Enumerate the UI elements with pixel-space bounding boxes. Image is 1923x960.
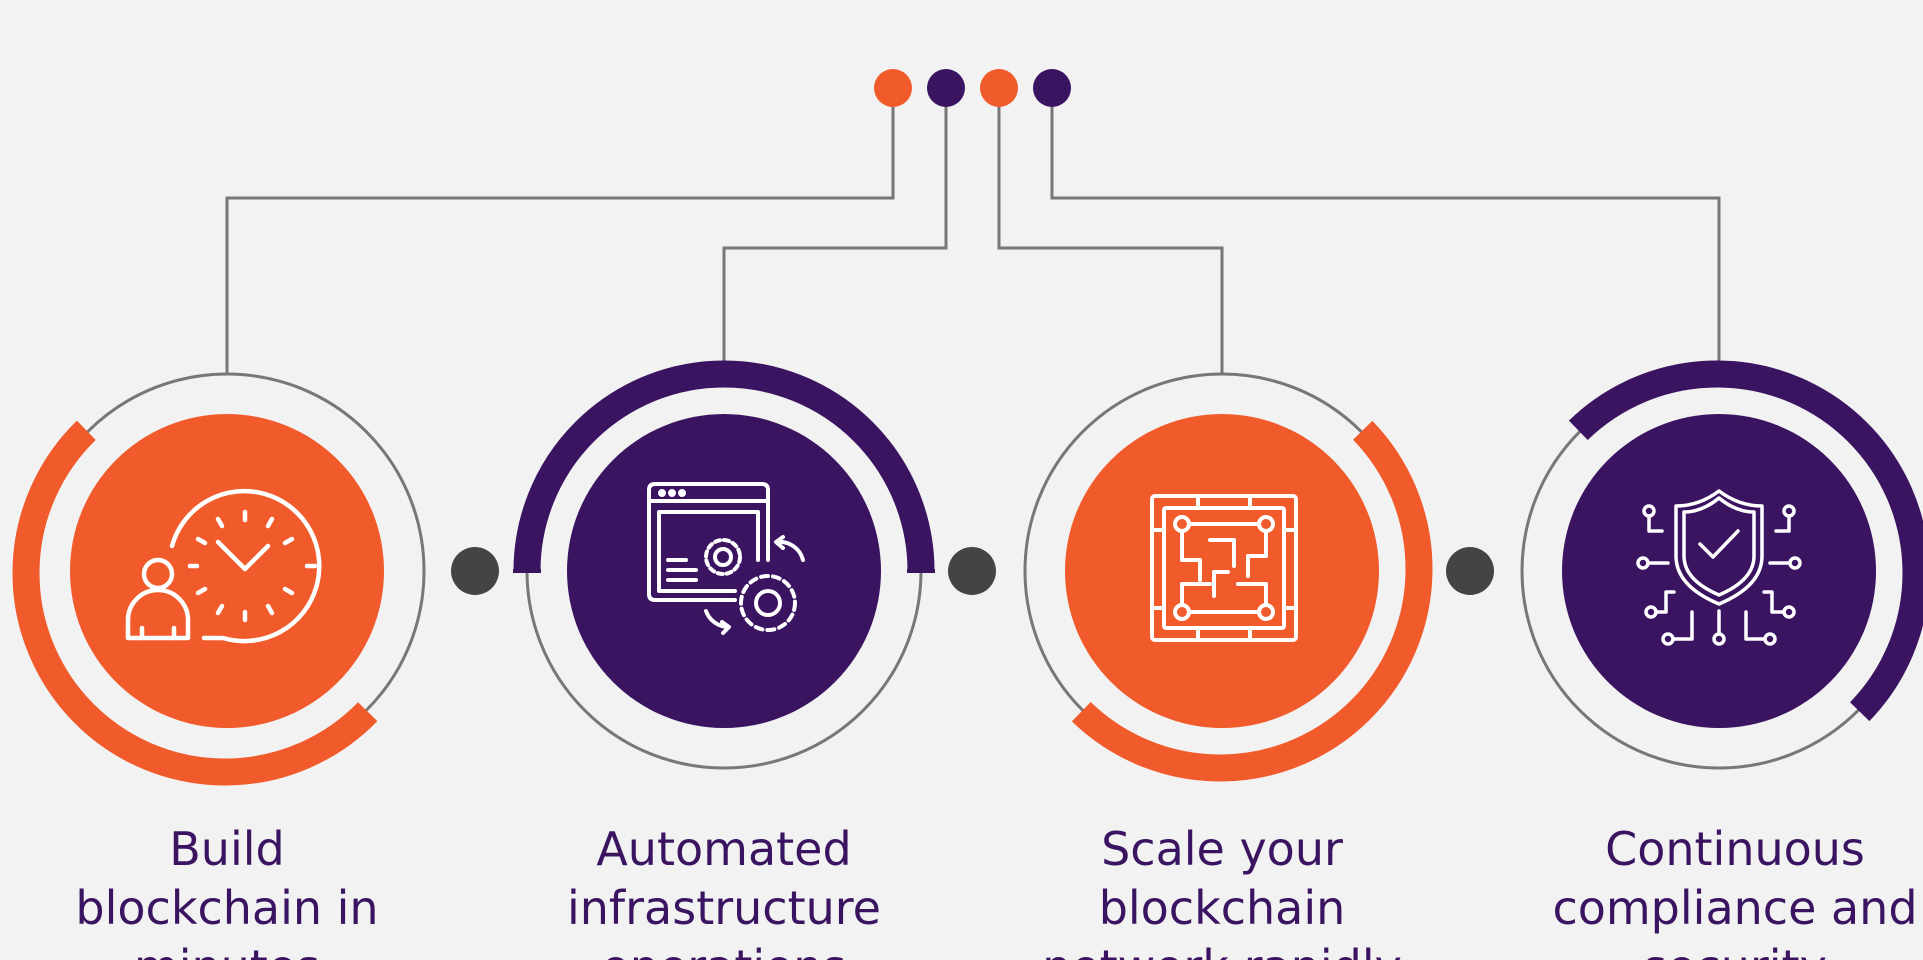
caption-build: Build blockchain in minutes xyxy=(17,820,437,960)
separator-dot-1 xyxy=(451,547,499,595)
top-dot-3 xyxy=(980,69,1018,107)
accent-arc-comply xyxy=(1568,360,1923,722)
connector-line-automate xyxy=(722,88,948,362)
accent-arc-scale xyxy=(1071,420,1433,782)
caption-automate: Automated infrastructure operations xyxy=(514,820,934,960)
caption-comply-line-2: compliance and xyxy=(1552,881,1918,935)
top-dots xyxy=(874,69,1071,107)
caption-automate-line-3: operations xyxy=(514,938,934,960)
top-dot-4 xyxy=(1033,69,1071,107)
step-build xyxy=(12,372,426,786)
blockchain-circuit-icon xyxy=(1150,494,1298,642)
step-comply xyxy=(1520,360,1923,770)
caption-comply-line-3: security xyxy=(1525,938,1923,960)
caption-scale-line-1: Scale your xyxy=(1101,822,1343,876)
top-dot-2 xyxy=(927,69,965,107)
user-clock-icon xyxy=(125,488,322,644)
shield-circuit-icon xyxy=(1636,489,1802,646)
caption-scale: Scale your blockchain network rapidly xyxy=(1012,820,1432,960)
separator-dots xyxy=(451,547,1494,595)
connector-lines xyxy=(225,88,1721,374)
caption-scale-line-2: blockchain xyxy=(1098,881,1346,935)
accent-arc-automate xyxy=(513,360,935,572)
top-dot-1 xyxy=(874,69,912,107)
caption-scale-line-3: network rapidly xyxy=(1012,938,1432,960)
caption-automate-line-1: Automated xyxy=(596,822,852,876)
separator-dot-3 xyxy=(1446,547,1494,595)
connector-line-build xyxy=(225,88,895,374)
caption-build-line-3: minutes xyxy=(17,938,437,960)
icon-circle-automate xyxy=(567,414,881,728)
separator-dot-2 xyxy=(948,547,996,595)
connector-line-scale xyxy=(997,88,1224,374)
caption-comply: Continuous compliance and security xyxy=(1525,820,1923,960)
connector-line-comply xyxy=(1050,88,1721,362)
caption-automate-line-2: infrastructure xyxy=(567,881,881,935)
caption-comply-line-1: Continuous xyxy=(1605,822,1865,876)
icon-circle-build xyxy=(70,414,384,728)
caption-build-line-2: blockchain in xyxy=(75,881,379,935)
step-scale xyxy=(1023,372,1433,782)
browser-gears-icon xyxy=(647,482,805,635)
step-automate xyxy=(513,360,935,770)
accent-arc-build xyxy=(12,420,378,786)
caption-build-line-1: Build xyxy=(169,822,285,876)
icon-circle-comply xyxy=(1562,414,1876,728)
